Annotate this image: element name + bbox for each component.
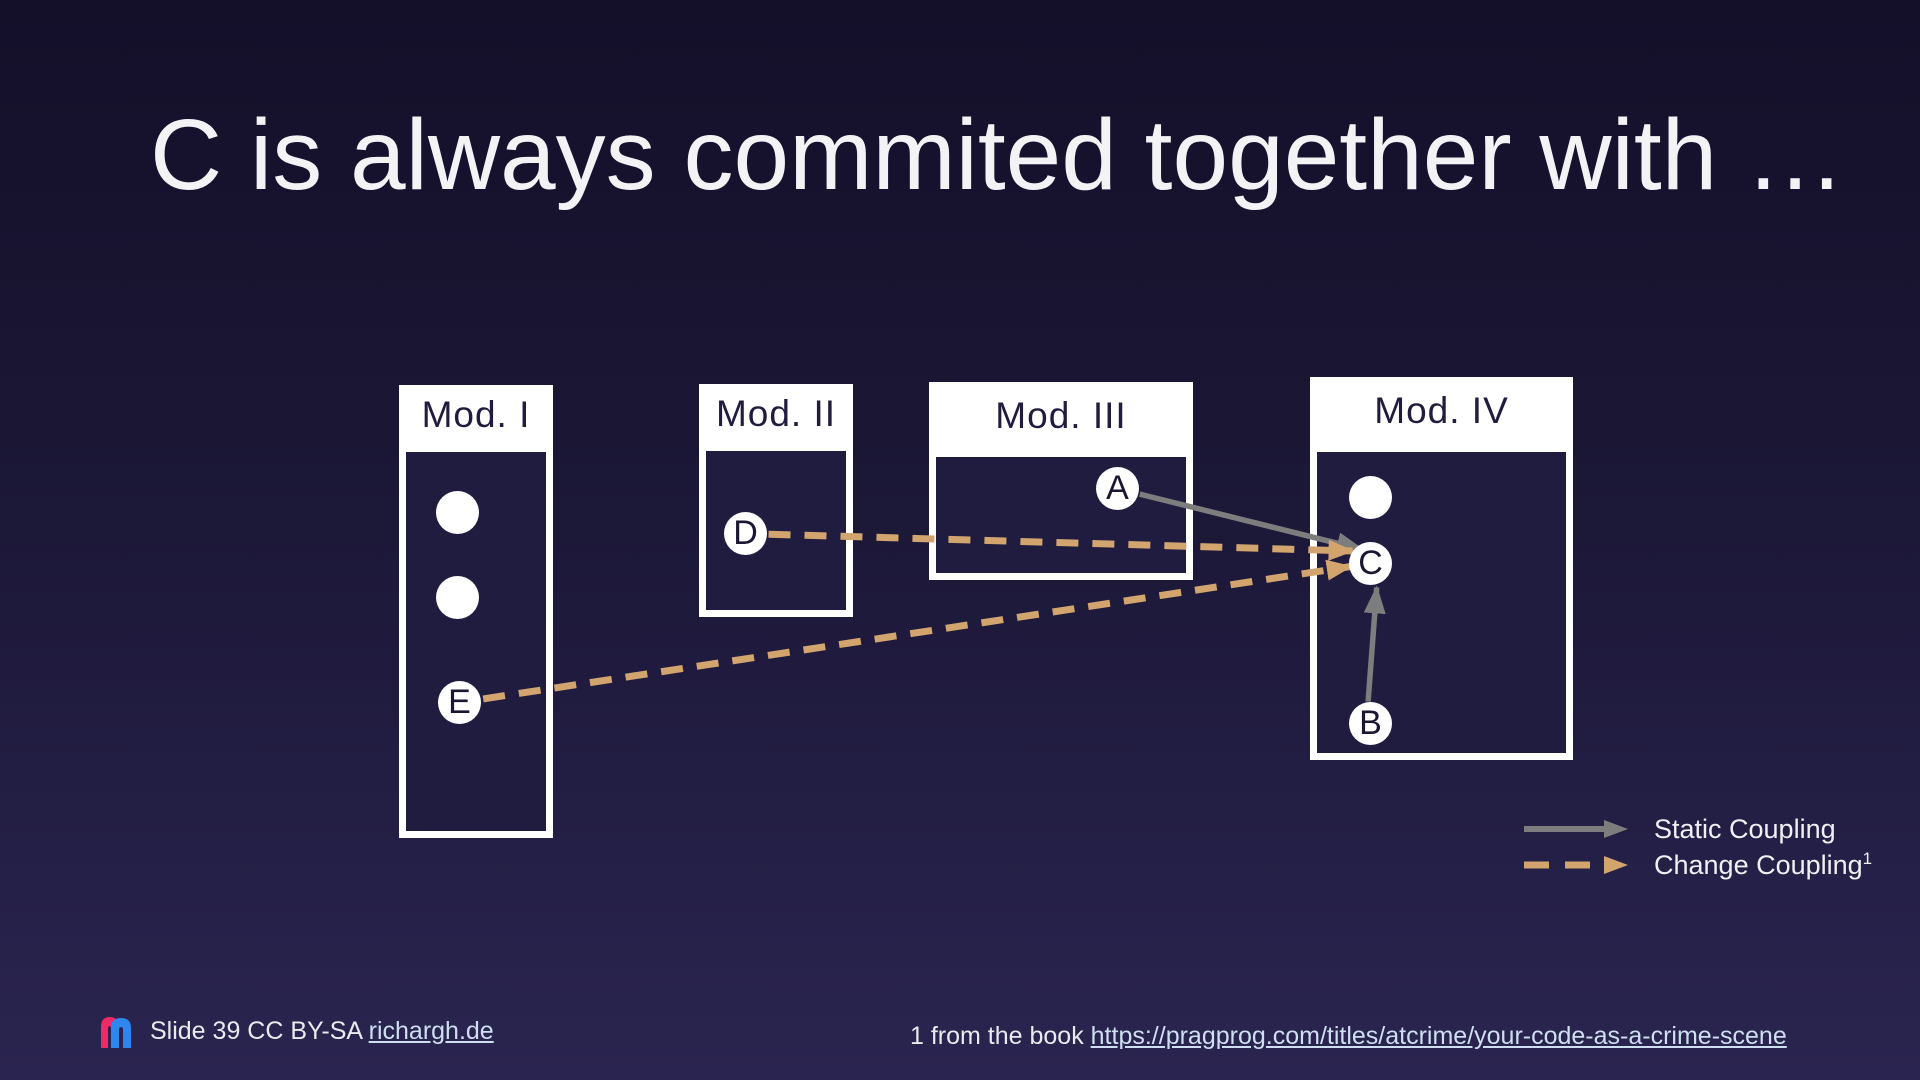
node-label: B — [1359, 704, 1382, 742]
footnote-text: 1 from the book — [910, 1022, 1091, 1050]
module-header: Mod. I — [399, 385, 553, 445]
node-unnamed-2 — [436, 576, 479, 619]
module-header: Mod. III — [929, 382, 1193, 450]
module-body — [1310, 445, 1573, 760]
node-label: C — [1358, 544, 1383, 582]
legend-item-change: Change Coupling1 — [1522, 848, 1872, 881]
node-b: B — [1349, 702, 1392, 745]
slide-credit-text: Slide 39 CC BY-SA — [150, 1016, 369, 1045]
footnote: 1 from the book https://pragprog.com/tit… — [910, 1022, 1787, 1050]
book-link[interactable]: https://pragprog.com/titles/atcrime/your… — [1090, 1022, 1787, 1050]
module-header: Mod. II — [699, 384, 853, 444]
legend-label-text: Change Coupling — [1654, 849, 1863, 880]
slide-credit: Slide 39 CC BY-SA richargh.de — [150, 1017, 494, 1046]
module-label: Mod. IV — [1374, 390, 1509, 431]
module-mod-iv: Mod. IV — [1310, 377, 1573, 760]
node-unnamed-3 — [1349, 476, 1392, 519]
legend-label: Change Coupling1 — [1654, 849, 1872, 881]
module-mod-ii: Mod. II — [699, 384, 853, 617]
module-header: Mod. IV — [1310, 377, 1573, 445]
module-label: Mod. III — [995, 395, 1127, 436]
node-unnamed-1 — [436, 491, 479, 534]
footer-left: Slide 39 CC BY-SA richargh.de — [98, 1014, 494, 1048]
module-label: Mod. I — [421, 394, 531, 435]
node-label: E — [448, 683, 471, 721]
module-mod-i: Mod. I — [399, 385, 553, 838]
node-e: E — [438, 681, 481, 724]
edge-E-C — [482, 559, 1353, 703]
richargh-logo-icon — [101, 1017, 131, 1048]
static-coupling-arrow-icon — [1524, 819, 1628, 838]
legend-label: Static Coupling — [1654, 813, 1836, 845]
richargh-link[interactable]: richargh.de — [368, 1016, 494, 1045]
module-mod-iii: Mod. III — [929, 382, 1193, 580]
module-body — [929, 450, 1193, 580]
legend-item-static: Static Coupling — [1522, 812, 1872, 845]
footer-right: 1 from the book https://pragprog.com/tit… — [910, 1022, 1787, 1051]
slide-title: C is always commited together with … — [150, 99, 1846, 211]
node-d: D — [724, 512, 767, 555]
node-label: A — [1106, 469, 1129, 507]
module-body — [699, 444, 853, 617]
node-label: D — [733, 514, 758, 552]
module-label: Mod. II — [715, 393, 837, 434]
node-c: C — [1349, 542, 1392, 585]
legend-label-text: Static Coupling — [1654, 813, 1836, 844]
legend-label-sup: 1 — [1862, 848, 1873, 868]
change-coupling-arrow-icon — [1524, 855, 1628, 874]
legend: Static Coupling Change Coupling1 — [1522, 812, 1872, 881]
node-a: A — [1096, 467, 1139, 510]
